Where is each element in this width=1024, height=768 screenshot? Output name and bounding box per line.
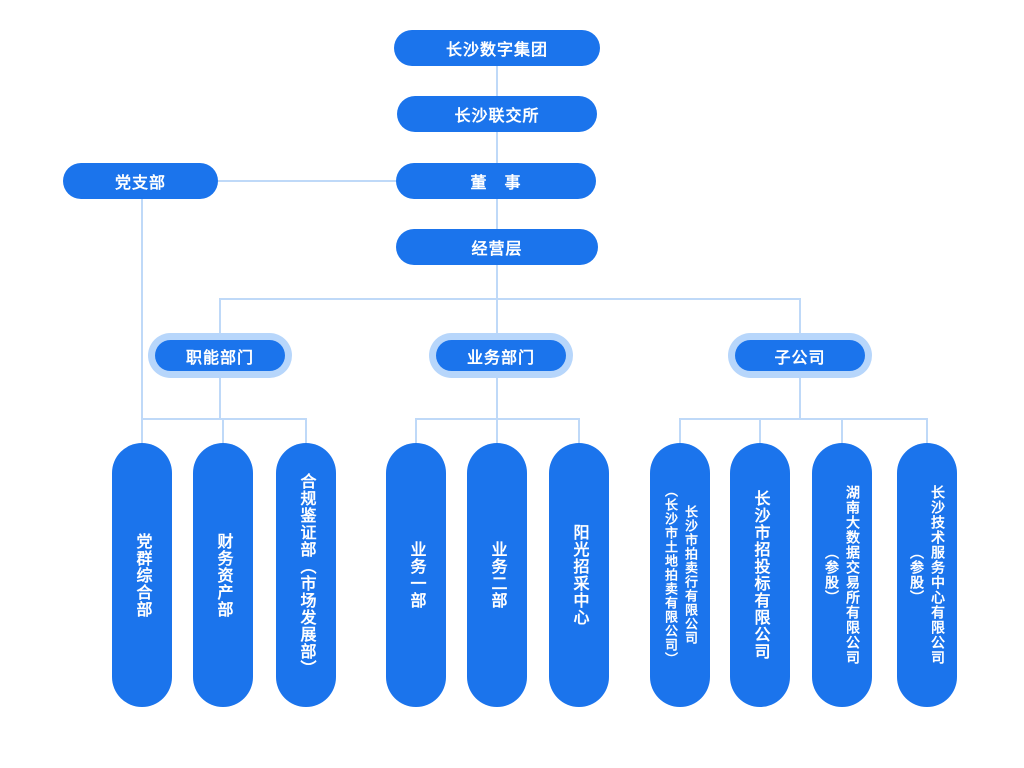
dept-label: 业务一部 (407, 541, 425, 609)
node-dept-party-affairs: 党群综合部 (112, 443, 172, 707)
shareholding-note: （参股） (824, 545, 840, 605)
connector-subsidiary-child3 (841, 418, 843, 443)
connector-board-management (496, 199, 498, 229)
node-sub-tech-service-center: 长沙技术服务中心有限公司 （参股） (897, 443, 957, 707)
connector-root-exchange (496, 66, 498, 96)
connector-party-board (218, 180, 396, 182)
company-name: 湖南大数据交易所有限公司 (845, 485, 861, 665)
connector-functional-child3 (305, 418, 307, 443)
node-exchange: 长沙联交所 (397, 96, 597, 132)
dept-label: 党群综合部 (133, 532, 151, 618)
connector-drop-subsidiary (799, 298, 801, 333)
dept-label: 业务二部 (488, 541, 506, 609)
node-management: 经营层 (396, 229, 598, 265)
connector-functional-riser (219, 377, 221, 419)
node-dept-business-2: 业务二部 (467, 443, 527, 707)
company-name: 长沙市拍卖行有限公司 (683, 505, 698, 645)
connector-functional-child2 (222, 418, 224, 443)
subsidiaries-label: 子公司 (735, 340, 865, 371)
dept-label: 阳光招采中心 (570, 524, 588, 626)
connector-subsidiary-child4 (926, 418, 928, 443)
node-party-branch: 党支部 (63, 163, 218, 199)
company-name: 长沙技术服务中心有限公司 (930, 485, 946, 665)
connector-branches-bus (219, 298, 801, 300)
business-departments-label: 业务部门 (436, 340, 566, 371)
connector-drop-business (496, 298, 498, 333)
connector-management-trunk (496, 265, 498, 299)
connector-business-riser (496, 377, 498, 419)
connector-functional-bus (141, 418, 307, 420)
node-dept-business-1: 业务一部 (386, 443, 446, 707)
node-sub-bigdata-exchange: 湖南大数据交易所有限公司 （参股） (812, 443, 872, 707)
connector-business-child3 (578, 418, 580, 443)
connector-subsidiary-child1 (679, 418, 681, 443)
node-subsidiaries: 子公司 (728, 333, 872, 378)
node-dept-compliance: 合规鉴证部（市场发展部） (276, 443, 336, 707)
node-functional-departments: 职能部门 (148, 333, 292, 378)
company-name: 长沙市招投标有限公司 (751, 490, 769, 660)
functional-departments-label: 职能部门 (155, 340, 285, 371)
dept-label: 财务资产部 (214, 532, 232, 618)
node-sub-auction-company: 长沙市拍卖行有限公司 （长沙市土地拍卖有限公司） (650, 443, 710, 707)
dept-label: 合规鉴证部（市场发展部） (297, 473, 315, 677)
connector-subsidiary-riser (799, 377, 801, 419)
node-business-departments: 业务部门 (429, 333, 573, 378)
company-alias: （长沙市土地拍卖有限公司） (663, 484, 678, 666)
connector-party-down (141, 199, 143, 443)
node-dept-sunshine-procurement: 阳光招采中心 (549, 443, 609, 707)
connector-exchange-board (496, 132, 498, 163)
shareholding-note: （参股） (909, 545, 925, 605)
node-group-headquarters: 长沙数字集团 (394, 30, 600, 66)
connector-subsidiary-child2 (759, 418, 761, 443)
connector-business-child1 (415, 418, 417, 443)
connector-business-child2 (496, 418, 498, 443)
node-dept-finance-assets: 财务资产部 (193, 443, 253, 707)
node-sub-bidding-company: 长沙市招投标有限公司 (730, 443, 790, 707)
connector-drop-functional (219, 298, 221, 333)
connector-subsidiary-bus (679, 418, 928, 420)
node-board: 董 事 (396, 163, 596, 199)
